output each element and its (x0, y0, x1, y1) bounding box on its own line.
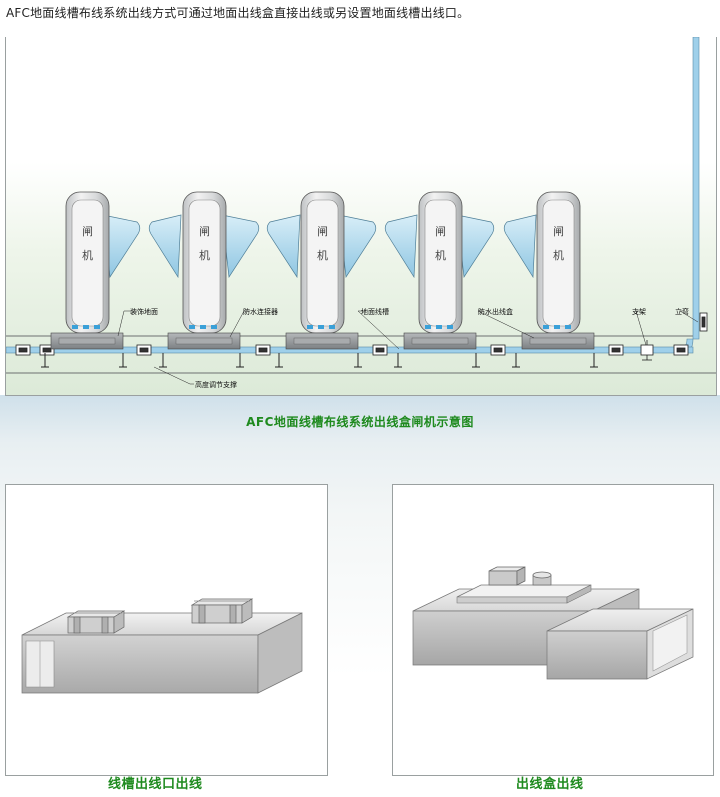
waterproof-connectors (15, 312, 708, 356)
label-floor-trunking: 地面线槽 (361, 307, 389, 316)
gate-5: 闸 机 (521, 191, 595, 350)
gate-wings (102, 214, 537, 279)
outlet-box-illustration (412, 566, 694, 680)
label-vertical-bend: 立弯 (675, 307, 689, 316)
gate-5-label-1: 闸 (553, 225, 564, 238)
height-support-feet (41, 353, 598, 368)
label-height-support: 高度调节支撑 (195, 380, 237, 389)
gate-2: 闸 机 (167, 191, 241, 350)
gate-1-label-2: 机 (82, 248, 93, 262)
gate-2-label-1: 闸 (199, 225, 210, 238)
label-decorative-floor: 装饰地面 (130, 307, 158, 316)
label-waterproof-outlet-box: 防水出线盒 (478, 307, 513, 316)
vertical-riser (692, 37, 700, 340)
trunking-outlet-caption: 线槽出线口出线 (108, 777, 203, 792)
gate-3-label-2: 机 (317, 248, 328, 262)
main-diagram-panel: 闸 机 闸 机 闸 机 闸 (5, 37, 717, 396)
gate-1-label-1: 闸 (82, 225, 93, 238)
intro-text: AFC地面线槽布线系统出线方式可通过地面出线盒直接出线或另设置地面线槽出线口。 (6, 6, 470, 20)
gate-1: 闸 机 (50, 191, 124, 350)
gate-3: 闸 机 (285, 191, 359, 350)
bracket (640, 340, 654, 361)
trunking-outlet-panel (5, 484, 328, 776)
callout-lines (117, 310, 699, 385)
gate-3-label-1: 闸 (317, 225, 328, 238)
outlet-box-panel (392, 484, 714, 776)
trunking-outlet-illustration (21, 598, 303, 694)
label-bracket: 支架 (632, 307, 646, 316)
gate-5-label-2: 机 (553, 248, 564, 262)
gate-2-label-2: 机 (199, 248, 210, 262)
gate-4: 闸 机 (403, 191, 477, 350)
label-waterproof-connector: 防水连接器 (243, 307, 278, 316)
main-diagram-caption: AFC地面线槽布线系统出线盒闸机示意图 (246, 415, 474, 429)
outlet-box-caption: 出线盒出线 (516, 777, 584, 792)
gate-4-label-1: 闸 (435, 225, 446, 238)
main-diagram: 闸 机 闸 机 闸 机 闸 (6, 37, 716, 389)
gate-4-label-2: 机 (435, 248, 446, 262)
